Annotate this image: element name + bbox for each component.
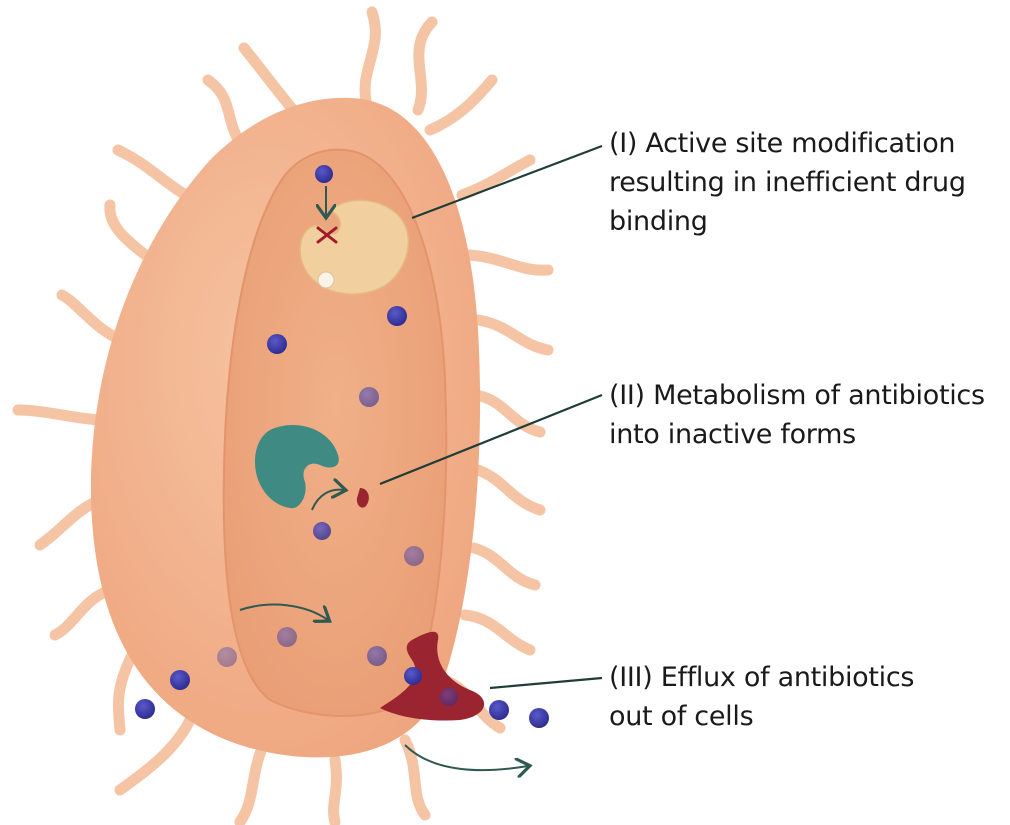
mechanism-2-line-1: (II) Metabolism of antibiotics (609, 376, 985, 415)
mechanism-1-line-1: (I) Active site modification (609, 124, 966, 163)
mechanism-3-label: (III) Efflux of antibiotics out of cells (609, 658, 914, 736)
mechanism-3-line-1: (III) Efflux of antibiotics (609, 658, 914, 697)
drug-molecule (315, 165, 333, 183)
mechanism-2-line-2: into inactive forms (609, 415, 985, 454)
drug-molecule (367, 646, 387, 666)
leader-line-3 (490, 678, 602, 688)
mechanism-2-label: (II) Metabolism of antibiotics into inac… (609, 376, 985, 454)
mechanism-1-line-2: resulting in inefficient drug (609, 163, 966, 202)
drug-molecule (135, 699, 155, 719)
mechanism-3-line-2: out of cells (609, 697, 914, 736)
drug-molecule (387, 306, 407, 326)
drug-molecule (404, 667, 422, 685)
drug-molecule (404, 546, 424, 566)
drug-molecule (359, 387, 379, 407)
mechanism-1-label: (I) Active site modification resulting i… (609, 124, 966, 241)
drug-molecule (489, 700, 509, 720)
drug-molecule (170, 670, 190, 690)
drug-molecule (217, 647, 237, 667)
mechanism-1-line-3: binding (609, 202, 966, 241)
drug-molecule (267, 334, 287, 354)
drug-molecule (313, 522, 331, 540)
drug-molecule (529, 708, 549, 728)
drug-molecule (440, 688, 458, 706)
drug-molecule (277, 627, 297, 647)
efflux-arrow (405, 745, 528, 770)
